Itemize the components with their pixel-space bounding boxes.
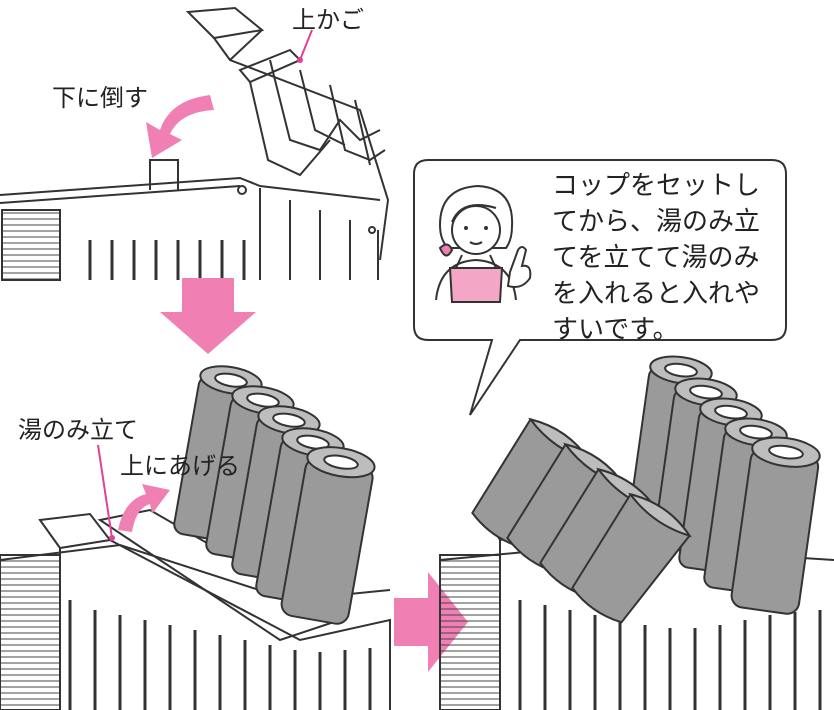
top-rack-illustration <box>0 6 390 281</box>
speech-bubble-text: コップをセットし てから、湯のみ立 てを立てて湯のみ を入れると入れや すいです… <box>552 171 761 345</box>
down-step-arrow <box>160 278 256 354</box>
lift-up-label: 上にあげる <box>120 452 240 480</box>
cup-rack-leader <box>97 444 113 539</box>
right-cups-upright <box>628 355 821 615</box>
cup <box>280 446 376 625</box>
next-step-arrow <box>394 572 468 672</box>
upper-basket-label: 上かご <box>292 6 364 34</box>
upper-basket-leader <box>299 29 313 61</box>
bottom-left-rack <box>0 508 391 710</box>
cup-rack-label: 湯のみ立て <box>18 416 138 444</box>
right-teacups-tilted <box>471 417 692 624</box>
teacup <box>571 492 692 624</box>
lift-up-arrow <box>118 484 170 532</box>
left-cups <box>173 365 376 625</box>
tilt-down-arrow <box>146 95 214 158</box>
tilt-down-label: 下に倒す <box>52 84 148 112</box>
woman-character <box>435 184 532 303</box>
cup <box>730 436 821 615</box>
